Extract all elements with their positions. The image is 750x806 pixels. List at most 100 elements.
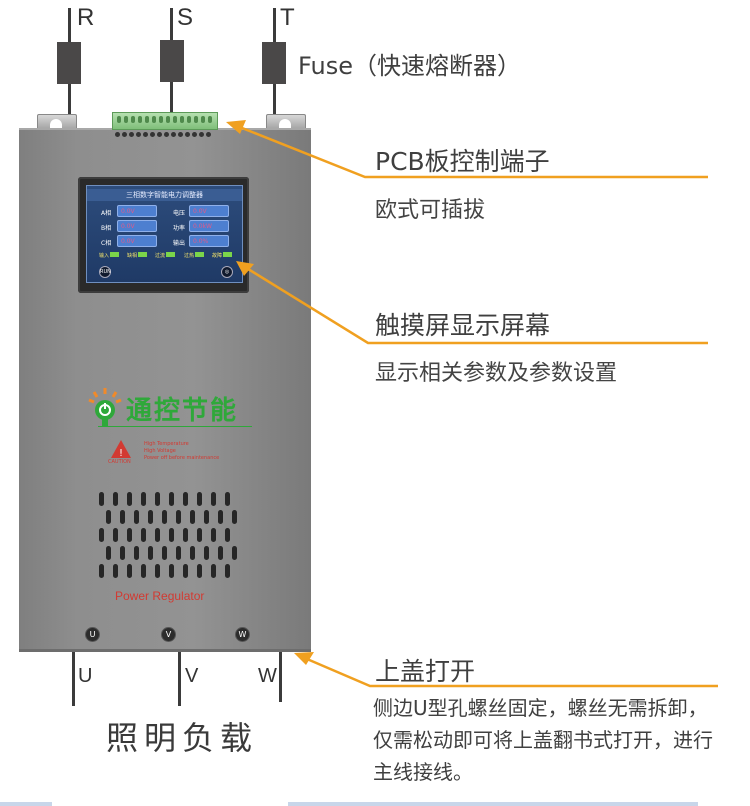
vent-slot [169,528,174,542]
svg-text:!: ! [119,448,123,459]
vent-slot [113,492,118,506]
indicator-led-phase-loss [138,252,147,257]
vent-slot [225,528,230,542]
callout-subtitle-screen: 显示相关参数及参数设置 [375,361,618,386]
screen-label-c: C相 [101,240,112,247]
phase-label-t: T [280,4,295,31]
vent-slot [211,528,216,542]
vent-slot [148,510,153,524]
vent-slot [106,546,111,560]
terminal-pin [157,132,162,137]
screen-label-voltage: 电压 [173,210,186,217]
vent-slot [225,564,230,578]
bottom-strip-left [0,802,52,806]
screen-value-power[interactable]: 0.0kW [189,220,229,232]
vent-slot [232,546,237,560]
vent-slot [148,546,153,560]
vent-slot [162,546,167,560]
terminal-pin [136,132,141,137]
caution-line-2: High Voltage [144,448,176,454]
terminal-pin [122,132,127,137]
vent-slot [232,510,237,524]
vent-slot [134,546,139,560]
screen-value-c[interactable]: 0.0V [117,235,157,247]
indicator-led-overheat [195,252,204,257]
vent-slot [204,510,209,524]
callout-title-screen: 触摸屏显示屏幕 [375,311,551,340]
vent-slot [225,492,230,506]
vent-slot [176,546,181,560]
screen-value-output[interactable]: 0.0% [189,235,229,247]
terminal-screw [208,116,212,123]
vent-slot [155,528,160,542]
vent-slot [141,492,146,506]
vent-slot [218,546,223,560]
terminal-pin [192,132,197,137]
terminal-pin [178,132,183,137]
terminal-screw [145,116,149,123]
fuse-t [262,42,286,84]
wire-v [178,652,181,706]
callout-title-cover: 上盖打开 [375,657,476,686]
terminal-pin [143,132,148,137]
indicator-label-phase-loss: 缺相 [127,253,138,259]
settings-button[interactable]: ◎ [221,266,233,278]
terminal-pins [113,132,217,144]
indicator-label-input: 输入 [99,253,110,259]
vent-slot [183,528,188,542]
terminal-screw [159,116,163,123]
vent-slot [141,528,146,542]
fuse-s [160,40,184,82]
screen-label-a: A相 [101,210,112,217]
vent-slot [169,564,174,578]
indicator-label-overcurrent: 过流 [155,253,166,259]
vent-slot [106,510,111,524]
vent-slot [162,510,167,524]
indicator-label-overheat: 过热 [184,253,195,259]
screen-value-voltage[interactable]: 0.0V [189,205,229,217]
terminal-screw [117,116,121,123]
callout-title-pcb: PCB板控制端子 [375,147,550,176]
terminal-pin [150,132,155,137]
fuse-label: Fuse（快速熔断器） [298,52,521,80]
terminal-pin [115,132,120,137]
vent-slot [197,492,202,506]
vent-slot [134,510,139,524]
indicator-led-overcurrent [166,252,175,257]
terminal-screw [180,116,184,123]
vent-slot [99,564,104,578]
load-label: 照明负载 [106,719,259,757]
caution-line-1: High Temperature [144,441,189,447]
terminal-screw [187,116,191,123]
vent-slot [99,492,104,506]
vent-slot [176,510,181,524]
terminal-pin [129,132,134,137]
vent-slot [155,492,160,506]
vent-slot [169,492,174,506]
caution-label: ! CAUTION High Temperature High Voltage … [108,439,250,467]
touch-screen[interactable]: 三相数字智能电力调整器 A相 0.0V B相 0.0V C相 0.0V 电压 0… [86,185,243,283]
vent-slot [197,528,202,542]
terminal-pin [199,132,204,137]
screen-value-b[interactable]: 0.0V [117,220,157,232]
vent-slot [211,564,216,578]
vent-slot [120,546,125,560]
vent-slot [113,564,118,578]
run-button[interactable]: RUN [99,266,111,278]
vent-slot [197,564,202,578]
vent-slot [190,510,195,524]
wire-u [72,652,75,706]
screen-label-power: 功率 [173,225,186,232]
phase-label-s: S [177,4,194,31]
terminal-u: U [85,627,100,642]
warning-triangle-icon: ! [111,440,131,459]
terminal-v: V [161,627,176,642]
vent-slot [183,492,188,506]
callout-subtitle-cover: 侧边U型孔螺丝固定，螺丝无需拆卸，仅需松动即可将上盖翻书式打开，进行主线接线。 [373,696,713,784]
indicator-led-fault [223,252,232,257]
vent-slot [211,492,216,506]
terminal-pin [164,132,169,137]
screen-value-a[interactable]: 0.0V [117,205,157,217]
vent-slot [127,492,132,506]
brand-underline [98,426,252,427]
